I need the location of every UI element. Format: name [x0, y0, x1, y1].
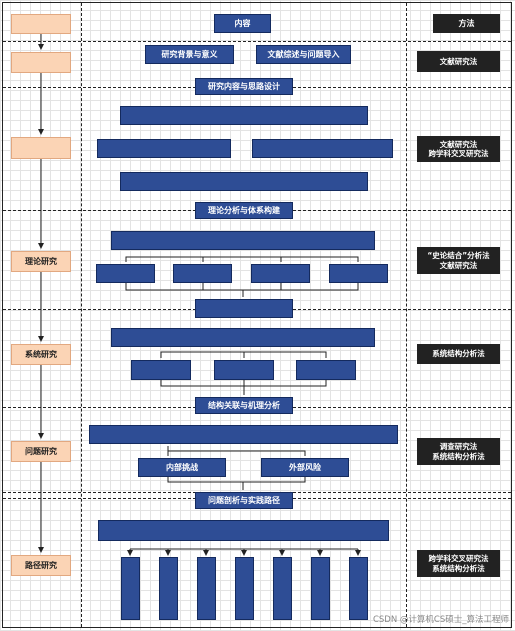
box-path-item: [235, 557, 254, 620]
stage-theory: 理论研究: [11, 251, 71, 272]
header-stage-cell: [11, 14, 71, 34]
box-blank-11: [111, 328, 375, 347]
box-blank-7: [173, 264, 232, 283]
box-path-item: [273, 557, 292, 620]
box-path-item: [349, 557, 368, 620]
box-theory-analysis: 理论分析与体系构建: [195, 202, 293, 219]
box-research-background: 研究背景与意义: [145, 45, 234, 64]
column-divider-right: [406, 3, 407, 627]
stage-cell-design: [11, 137, 71, 159]
box-blank-5: [111, 231, 375, 250]
method-design: 文献研究法 跨学科交叉研究法: [417, 136, 500, 162]
box-blank-13: [214, 360, 274, 380]
box-literature-review: 文献综述与问题导入: [256, 45, 351, 64]
stage-cell-intro: [11, 52, 71, 73]
header-content: 内容: [214, 14, 271, 33]
stage-problem: 问题研究: [11, 441, 71, 462]
method-system: 系统结构分析法: [417, 344, 500, 364]
box-blank-10: [195, 299, 293, 318]
method-theory: “史论结合”分析法 文献研究法: [417, 247, 500, 274]
row-divider: [3, 41, 511, 42]
box-blank-14: [296, 360, 356, 380]
column-divider-left: [81, 3, 82, 627]
stage-system: 系统研究: [11, 344, 71, 365]
box-blank-3: [252, 139, 393, 158]
box-path-item: [197, 557, 216, 620]
method-path: 跨学科交叉研究法 系统结构分析法: [417, 550, 500, 577]
box-blank-6: [96, 264, 155, 283]
box-blank-9: [329, 264, 388, 283]
box-path-item: [121, 557, 140, 620]
header-method: 方法: [433, 14, 500, 33]
box-path-item: [311, 557, 330, 620]
box-blank-8: [251, 264, 310, 283]
stage-path: 路径研究: [11, 555, 71, 576]
box-mechanism-analysis: 结构关联与机理分析: [195, 397, 293, 414]
box-blank-2: [97, 139, 231, 158]
box-internal-challenge: 内部挑战: [138, 458, 226, 477]
box-path-item: [159, 557, 178, 620]
box-blank-12: [131, 360, 191, 380]
watermark: CSDN @计算机CS硕士_算法工程师: [372, 615, 509, 625]
method-intro: 文献研究法: [417, 51, 500, 72]
box-research-design: 研究内容与思路设计: [195, 78, 293, 95]
box-path-analysis: 问题剖析与实践路径: [195, 492, 293, 509]
box-external-risk: 外部风险: [261, 458, 349, 477]
box-blank-15: [89, 425, 398, 444]
box-blank-16: [98, 520, 389, 541]
box-blank-4: [120, 172, 368, 191]
method-problem: 调查研究法 系统结构分析法: [417, 438, 500, 465]
box-blank-1: [120, 106, 368, 125]
